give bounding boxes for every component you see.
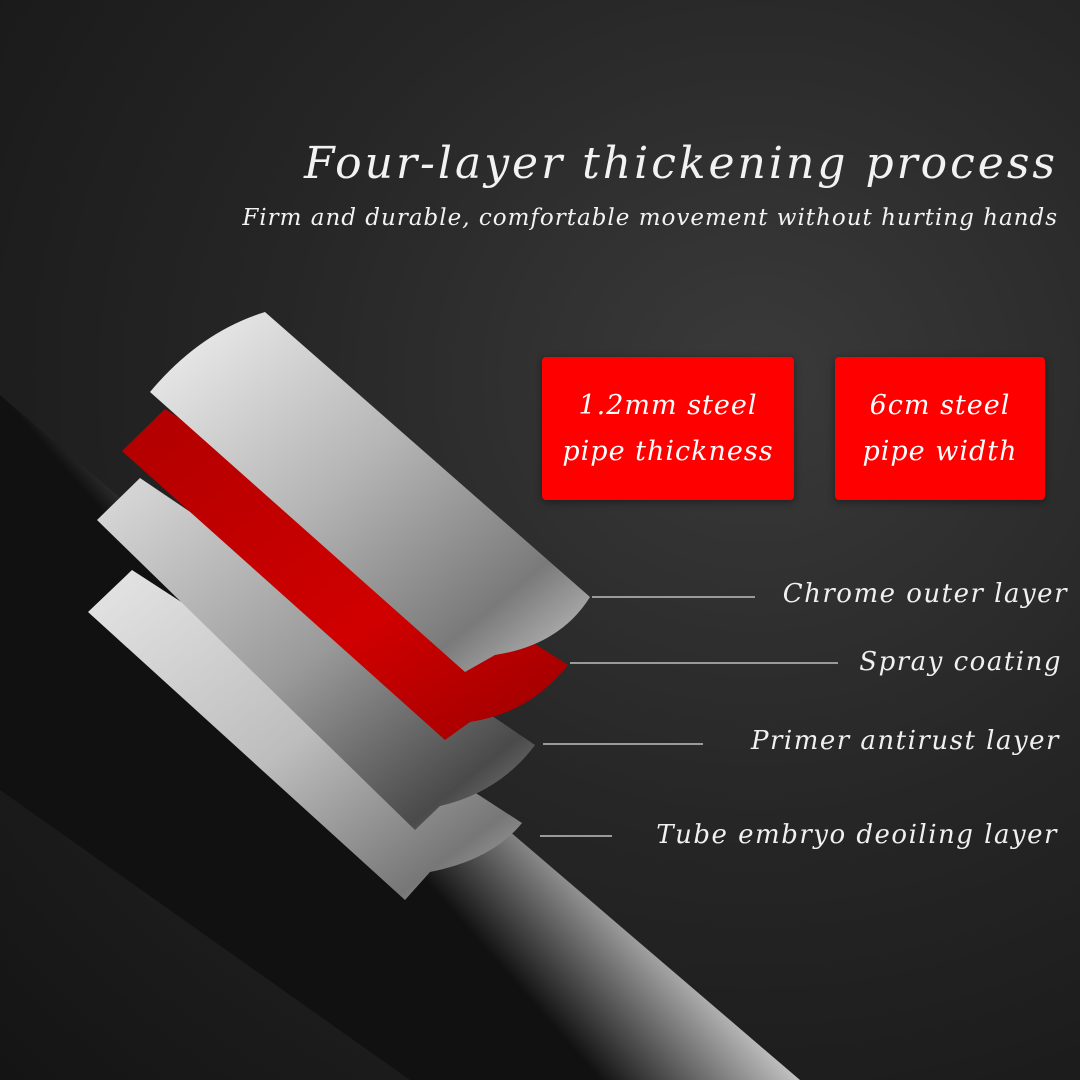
page-subtitle: Firm and durable, comfortable movement w…: [242, 205, 1058, 231]
primer-layer-label: Primer antirust layer: [750, 726, 1060, 756]
thickness-badge-line2: pipe thickness: [562, 435, 774, 467]
width-badge-line1: 6cm steel: [869, 389, 1011, 421]
thickness-badge: 1.2mm steel pipe thickness: [542, 357, 794, 500]
chrome-layer-label: Chrome outer layer: [782, 579, 1068, 609]
chrome-outer-layer: [150, 312, 590, 672]
tube-layer-label: Tube embryo deoiling layer: [656, 820, 1058, 850]
primer-antirust-layer: [97, 478, 535, 830]
spray-coating-label: Spray coating: [859, 647, 1062, 677]
width-badge-line2: pipe width: [862, 435, 1018, 467]
width-badge: 6cm steel pipe width: [835, 357, 1045, 500]
page-title: Four-layer thickening process: [304, 138, 1058, 189]
thickness-badge-line1: 1.2mm steel: [578, 389, 758, 421]
